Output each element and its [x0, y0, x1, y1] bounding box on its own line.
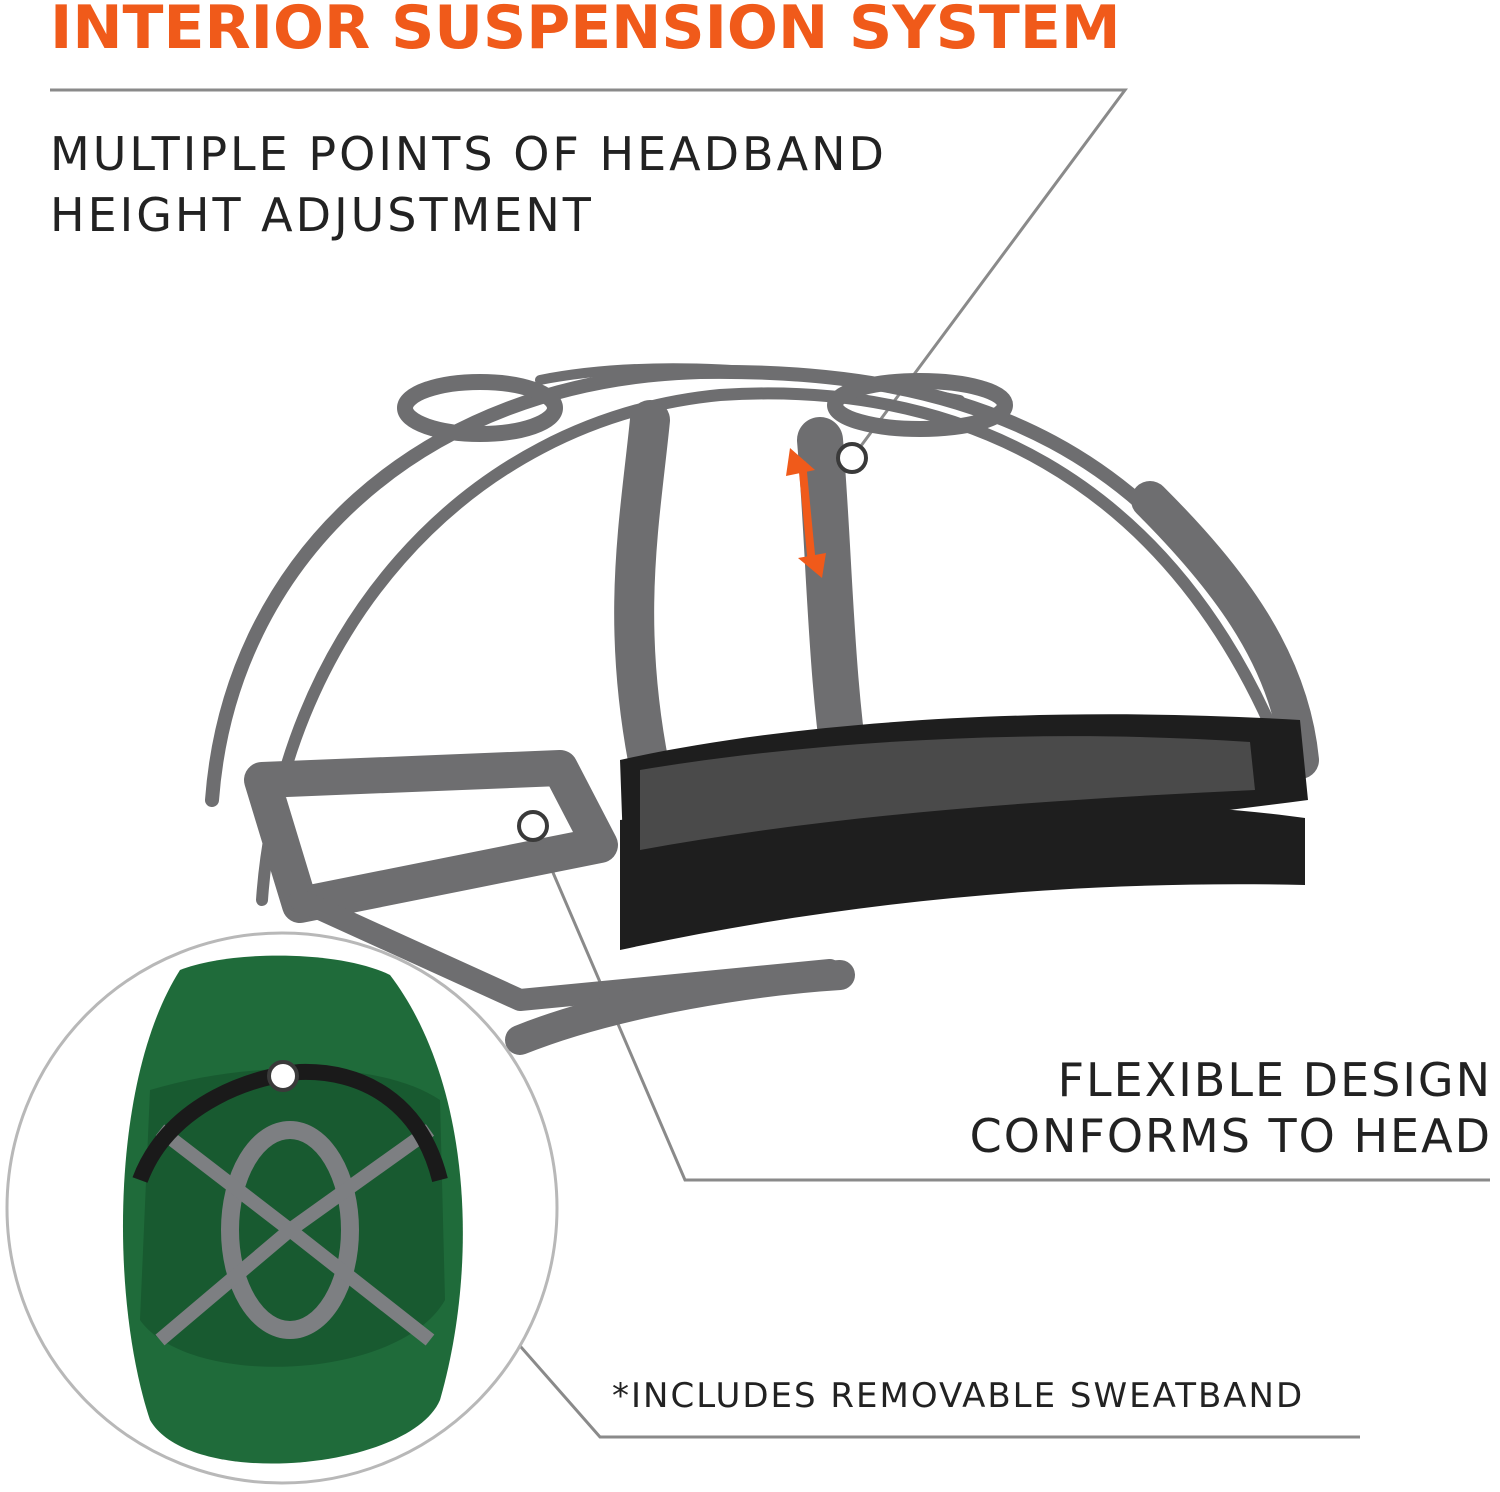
callout-flexible-design-line2: CONFORMS TO HEAD	[969, 1109, 1492, 1163]
page-title: INTERIOR SUSPENSION SYSTEM	[50, 0, 1121, 63]
callout-flexible-design-line1: FLEXIBLE DESIGN	[1057, 1053, 1492, 1107]
circle-marker-icon	[267, 1060, 299, 1092]
callout-flexible-design: FLEXIBLE DESIGN CONFORMS TO HEAD	[970, 1052, 1492, 1164]
circle-markers	[267, 442, 868, 1092]
circle-marker-icon	[517, 810, 549, 842]
callout-height-adjustment-line2: HEIGHT ADJUSTMENT	[50, 188, 594, 242]
circle-marker-icon	[836, 442, 868, 474]
helmet-inset	[5, 931, 559, 1485]
callout-height-adjustment-line1: MULTIPLE POINTS OF HEADBAND	[50, 127, 887, 181]
leader-line-flexible	[531, 825, 1490, 1182]
leader-line-top	[50, 88, 1128, 459]
double-headed-arrow-icon	[786, 448, 826, 578]
callout-sweatband-line1: *INCLUDES REMOVABLE SWEATBAND	[612, 1376, 1305, 1416]
sweatband	[620, 714, 1308, 950]
callout-sweatband: *INCLUDES REMOVABLE SWEATBAND	[612, 1374, 1304, 1418]
callout-height-adjustment: MULTIPLE POINTS OF HEADBAND HEIGHT ADJUS…	[50, 124, 887, 246]
suspension-frame	[205, 363, 1319, 1055]
